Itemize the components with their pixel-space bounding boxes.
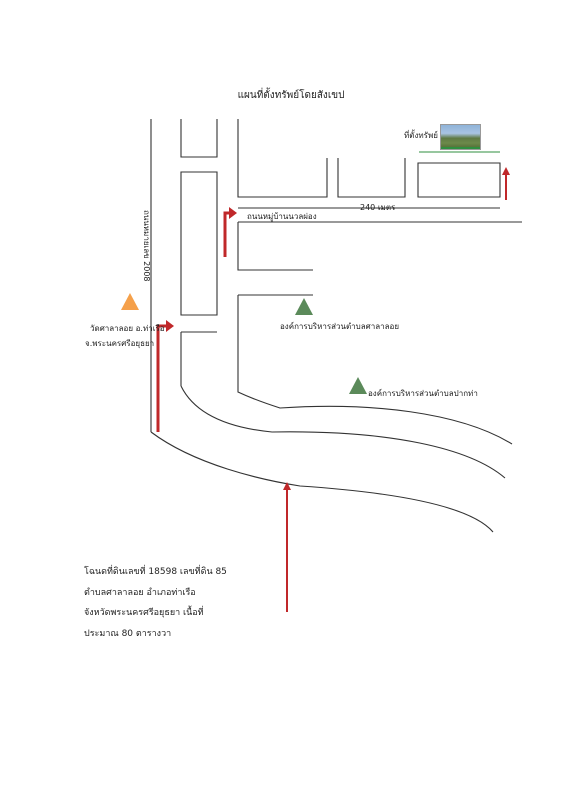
route-arrow-village-head xyxy=(229,207,237,219)
block-village-south xyxy=(237,222,313,271)
main-road-label: ถนนหมายเลข 2008 xyxy=(142,210,151,282)
curve-road-north-edge xyxy=(237,295,513,445)
property-label: ที่ตั้งทรัพย์ xyxy=(404,131,438,140)
deed-line-2: ตำบลศาลาลอย อำเภอท่าเรือ xyxy=(84,587,196,598)
deed-line-3: จังหวัดพระนครศรีอยุธยา เนื้อที่ xyxy=(84,608,204,618)
road-lines xyxy=(150,119,522,533)
deed-line-1: โฉนดที่ดินเลขที่ 18598 เลขที่ดิน 85 xyxy=(84,567,227,577)
temple-label-line2: จ.พระนครศรีอยุธยา xyxy=(85,339,155,348)
route-arrow-main-head xyxy=(166,320,174,332)
route-arrows xyxy=(156,167,510,612)
deed-line-4: ประมาณ 80 ตารางวา xyxy=(84,628,172,639)
route-arrow-village xyxy=(223,211,230,257)
route-arrow-property-head xyxy=(502,167,510,175)
block-left-tall xyxy=(180,171,218,316)
block-top-1 xyxy=(237,119,328,198)
village-road-label: ถนนหมู่บ้านนวลผ่อง xyxy=(247,212,317,221)
sao-salaloi-label: องค์การบริหารส่วนตำบลศาลาลอย xyxy=(280,322,400,331)
temple-triangle-icon xyxy=(121,293,139,310)
curve-road-middle-edge xyxy=(180,385,506,479)
route-arrow-south-head xyxy=(283,482,291,490)
sao-salaloi-triangle-icon xyxy=(295,298,313,315)
property-block xyxy=(417,162,501,198)
property-photo-icon xyxy=(440,124,481,150)
block-top-left xyxy=(180,119,218,158)
deed-info: โฉนดที่ดินเลขที่ 18598 เลขที่ดิน 85 ตำบล… xyxy=(84,562,227,644)
temple-label-line1: วัดศาลาลอย อ.ท่าเรือ xyxy=(90,324,165,333)
sao-pakta-triangle-icon xyxy=(349,377,367,394)
distance-label: 240 เมตร xyxy=(360,203,396,212)
curve-road-south-edge xyxy=(150,431,494,533)
map-title: แผนที่ตั้งทรัพย์โดยสังเขป xyxy=(237,90,345,101)
block-top-2 xyxy=(337,158,406,198)
route-arrow-main xyxy=(156,324,167,432)
sao-pakta-label: องค์การบริหารส่วนตำบลปากท่า xyxy=(368,389,478,398)
